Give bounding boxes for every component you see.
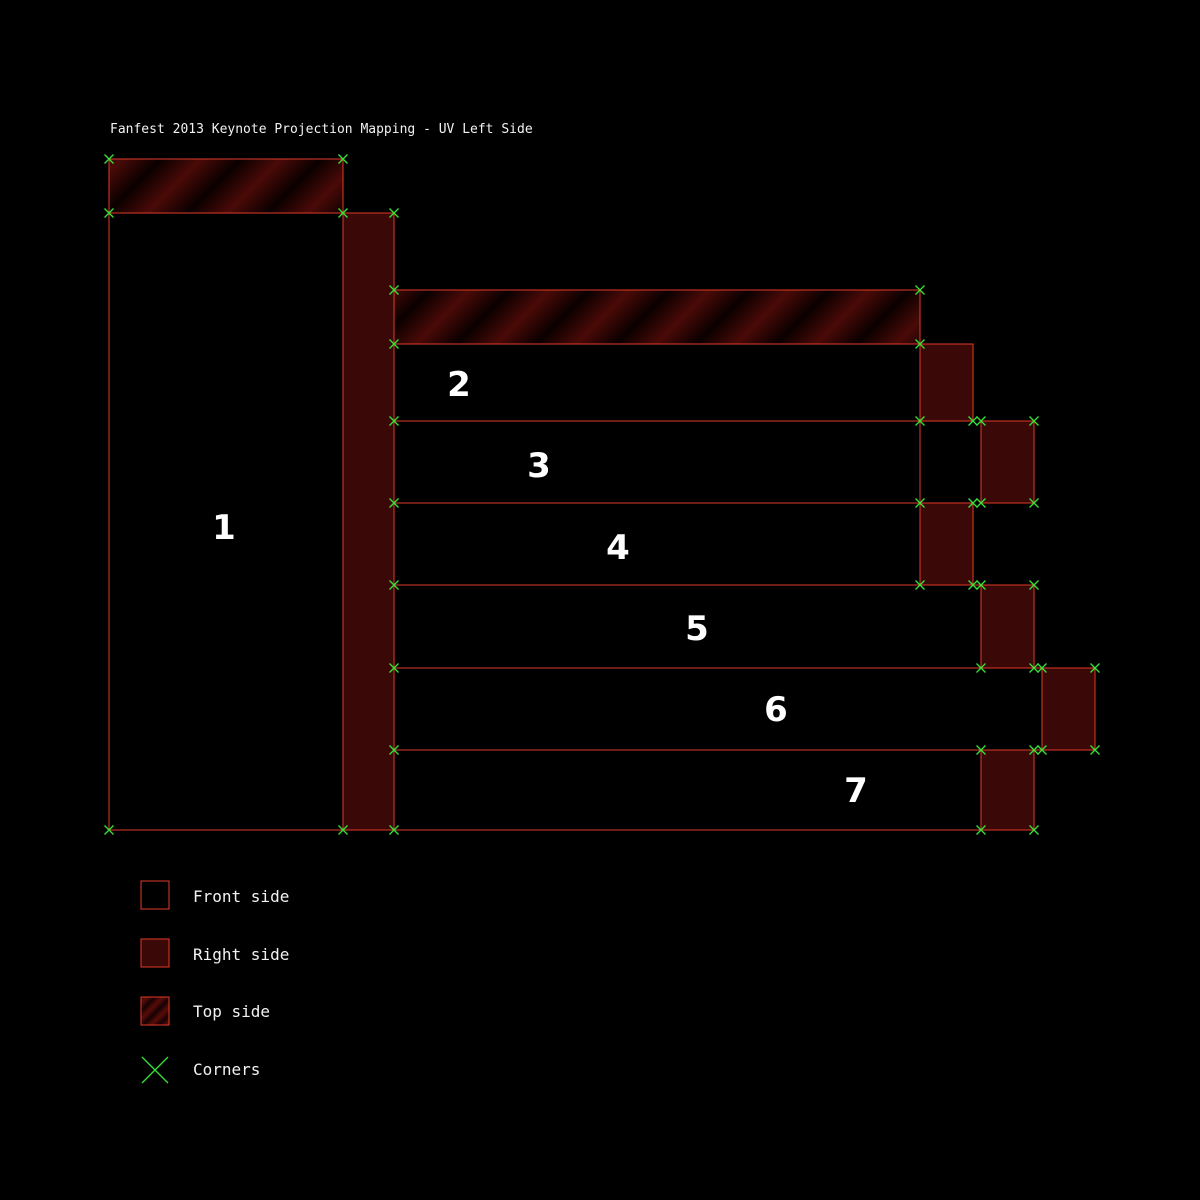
corner-marker xyxy=(1029,580,1039,590)
legend-corner-icon xyxy=(141,1056,169,1084)
corner-marker xyxy=(338,208,348,218)
region-label-2: 2 xyxy=(447,365,471,405)
corner-marker xyxy=(389,416,399,426)
uv-faces xyxy=(108,158,1096,831)
corner-markers xyxy=(104,154,1100,835)
corner-marker xyxy=(1029,498,1039,508)
legend-top-swatch xyxy=(140,996,170,1026)
corner-marker xyxy=(968,416,978,426)
legend-right-label: Right side xyxy=(193,945,289,964)
face-6-right xyxy=(1041,667,1096,751)
region-labels: 1 2 3 4 5 6 7 xyxy=(212,365,868,811)
diagram-title: Fanfest 2013 Keynote Projection Mapping … xyxy=(110,122,533,137)
corner-marker xyxy=(389,498,399,508)
corner-marker xyxy=(976,745,986,755)
face-1-top xyxy=(108,158,344,214)
region-label-4: 4 xyxy=(606,528,630,568)
face-4-right xyxy=(919,502,974,586)
corner-marker xyxy=(389,208,399,218)
corner-marker xyxy=(1029,416,1039,426)
corner-marker xyxy=(104,208,114,218)
corner-marker xyxy=(976,663,986,673)
corner-marker xyxy=(1090,745,1100,755)
face-4-front xyxy=(393,502,921,586)
region-label-7: 7 xyxy=(844,771,868,811)
region-label-3: 3 xyxy=(527,446,551,486)
face-7-front xyxy=(393,749,982,831)
face-7-right xyxy=(980,749,1035,831)
face-3-right xyxy=(980,420,1035,504)
face-3-front xyxy=(393,420,921,504)
face-2-right xyxy=(919,343,974,422)
legend-top-label: Top side xyxy=(193,1002,270,1021)
region-label-5: 5 xyxy=(685,609,709,649)
corner-marker xyxy=(915,285,925,295)
legend-front-swatch xyxy=(140,880,170,910)
region-label-6: 6 xyxy=(764,690,788,730)
corner-marker xyxy=(968,498,978,508)
region-label-1: 1 xyxy=(212,508,236,548)
corner-marker xyxy=(1029,663,1039,673)
corner-marker xyxy=(1037,663,1047,673)
corner-marker xyxy=(915,416,925,426)
legend-corner-label: Corners xyxy=(193,1060,260,1079)
legend-front-label: Front side xyxy=(193,887,289,906)
corner-marker xyxy=(389,663,399,673)
corner-marker xyxy=(1029,745,1039,755)
corner-marker xyxy=(104,825,114,835)
legend: Front side Right side Top side Corners xyxy=(140,880,289,1084)
corner-marker xyxy=(1029,825,1039,835)
face-6-front xyxy=(393,667,1043,751)
corner-marker xyxy=(1090,663,1100,673)
corner-marker xyxy=(389,285,399,295)
corner-marker xyxy=(389,580,399,590)
corner-marker xyxy=(338,154,348,164)
corner-marker xyxy=(968,580,978,590)
corner-marker xyxy=(338,825,348,835)
corner-marker xyxy=(976,580,986,590)
corner-marker xyxy=(389,339,399,349)
corner-marker xyxy=(389,745,399,755)
corner-marker xyxy=(1037,745,1047,755)
legend-right-swatch xyxy=(140,938,170,968)
corner-marker xyxy=(976,416,986,426)
corner-marker xyxy=(976,498,986,508)
face-2-top xyxy=(393,289,921,345)
face-1-right xyxy=(342,212,395,831)
corner-marker xyxy=(915,498,925,508)
corner-marker xyxy=(389,825,399,835)
face-5-right xyxy=(980,584,1035,669)
face-2-front xyxy=(393,343,921,422)
corner-marker xyxy=(915,580,925,590)
corner-marker xyxy=(976,825,986,835)
corner-marker xyxy=(915,339,925,349)
corner-marker xyxy=(104,154,114,164)
